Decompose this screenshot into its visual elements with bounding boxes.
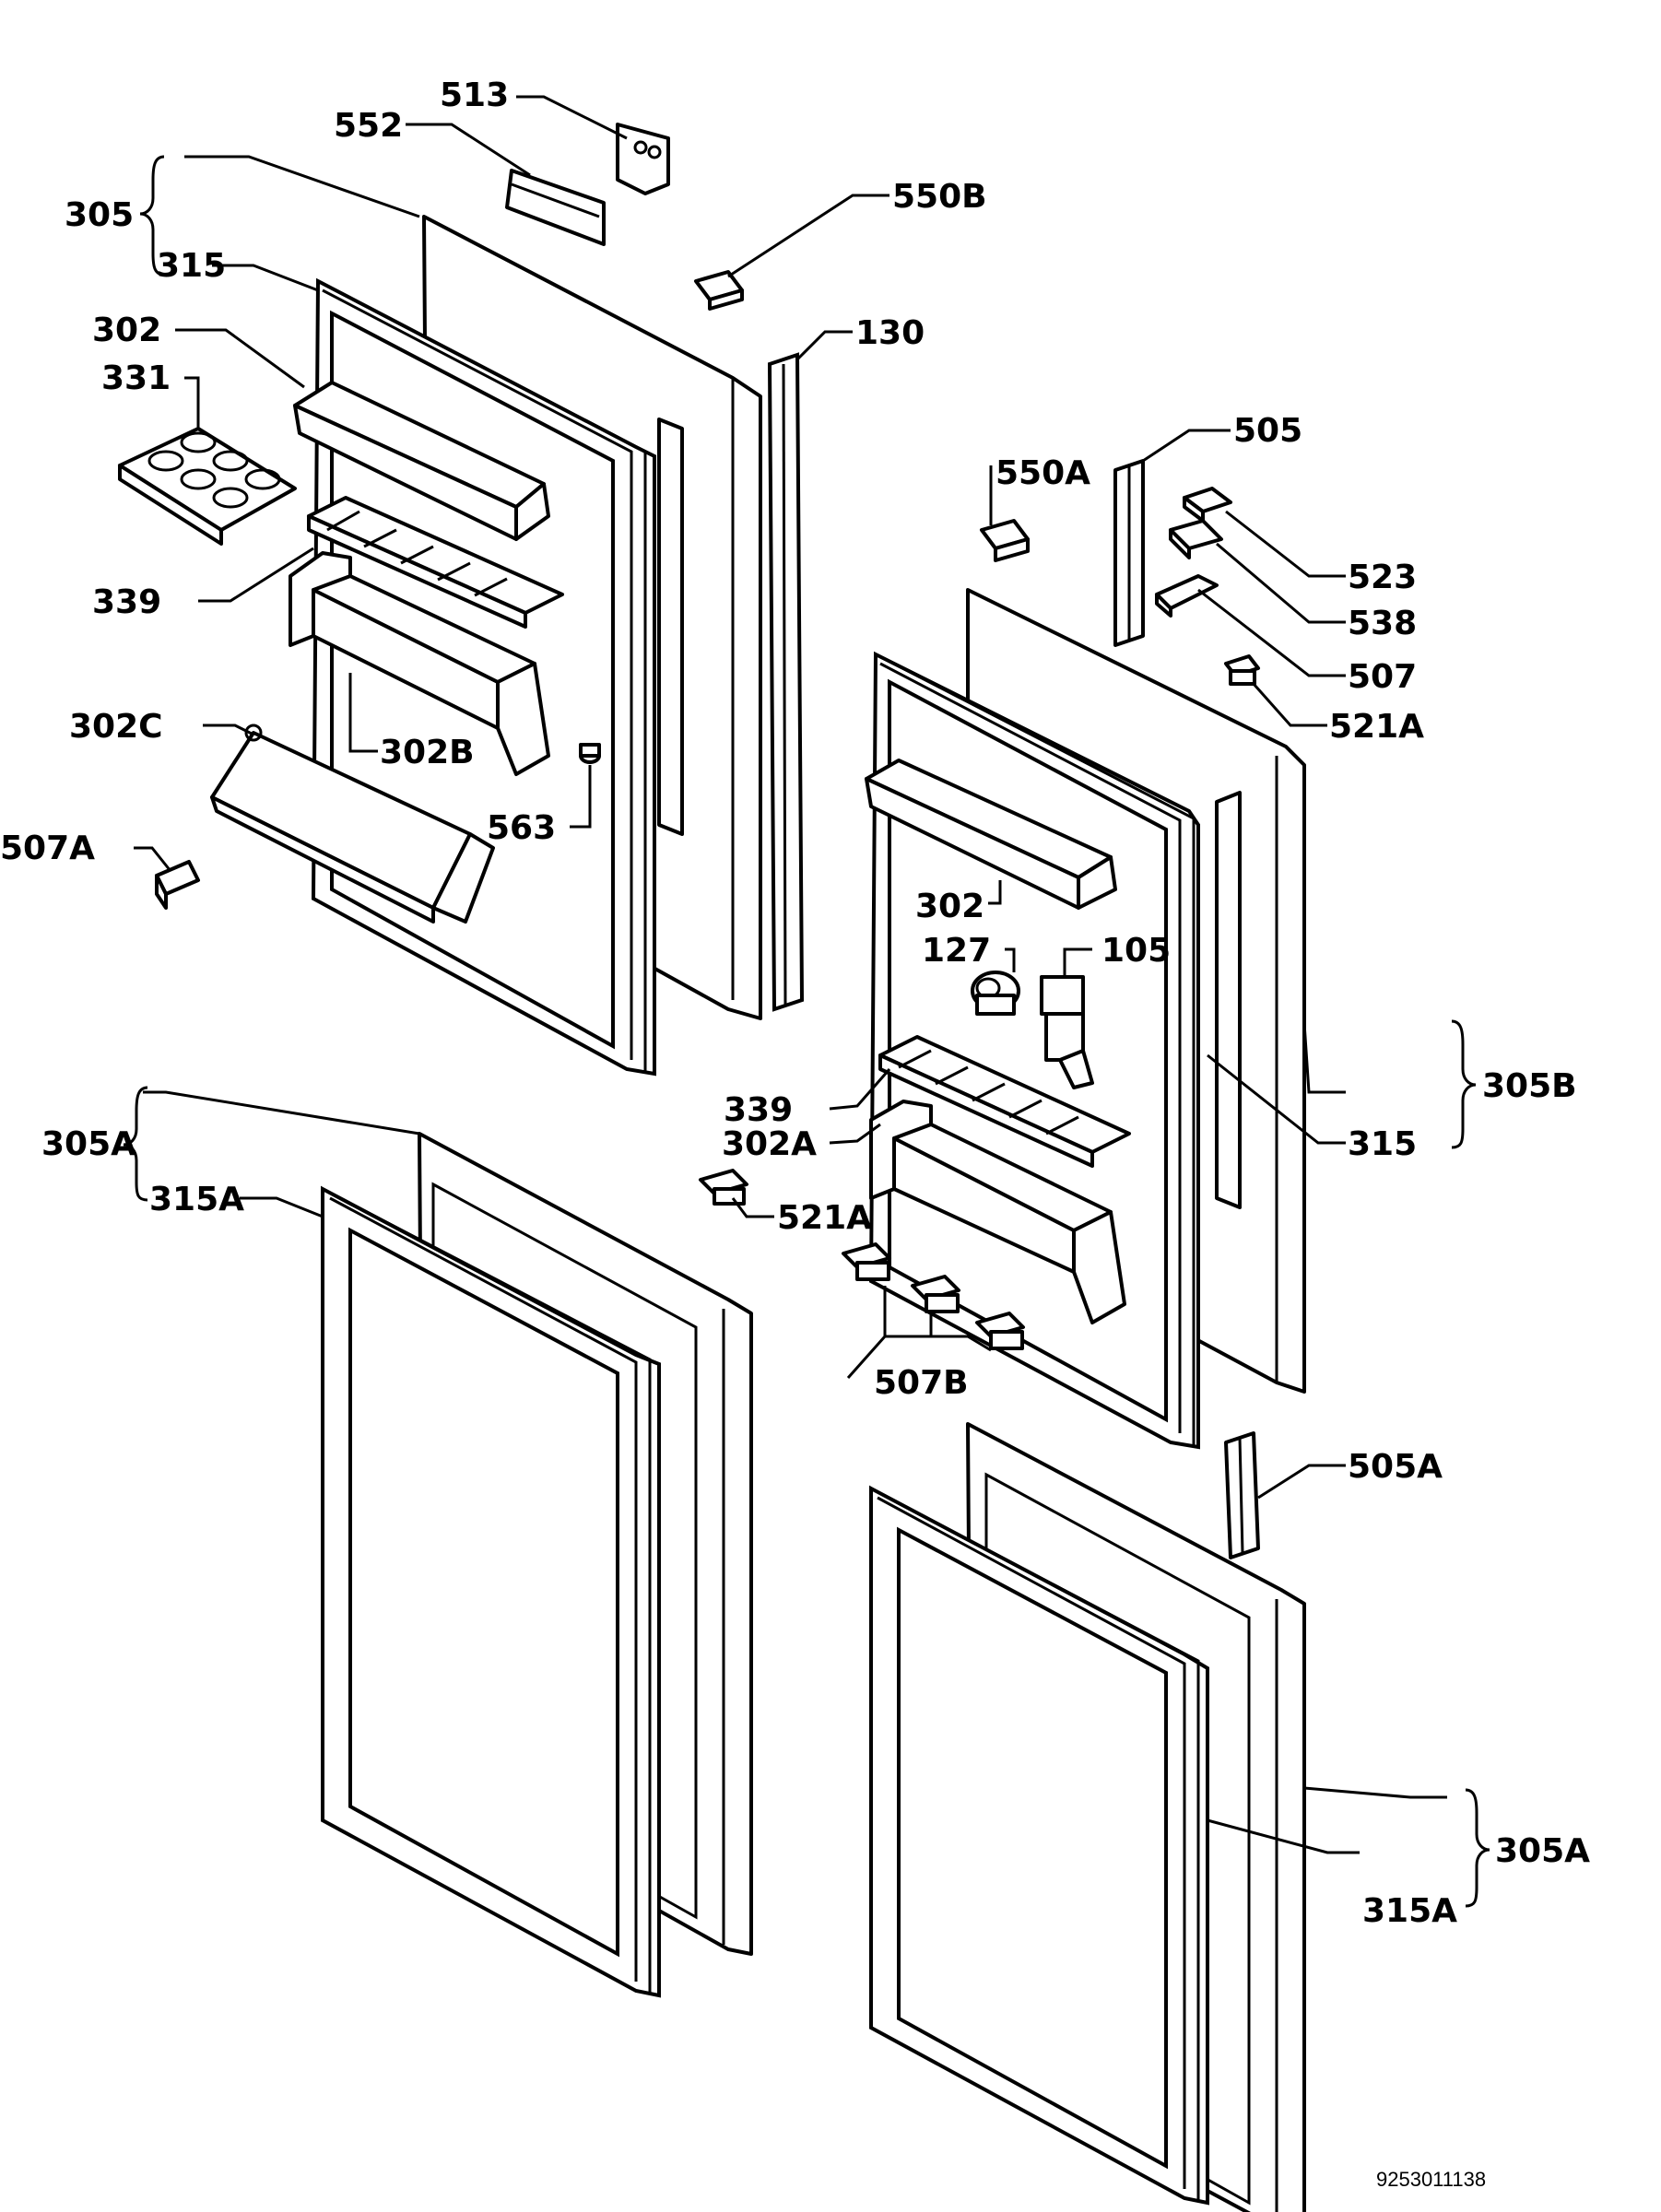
hinge-cover-552: [505, 169, 606, 246]
lower-left-door-assembly: [321, 1132, 753, 1998]
label-505: 505: [1233, 412, 1302, 450]
door-shelf-302B: [289, 551, 550, 776]
right-door-assembly: [868, 588, 1306, 1450]
label-505A: 505A: [1348, 1448, 1443, 1486]
label-513: 513: [440, 76, 509, 114]
hinge-part-507: [1155, 574, 1219, 618]
label-523: 523: [1348, 559, 1417, 596]
label-302A: 302A: [722, 1125, 817, 1163]
label-315A-left: 315A: [149, 1181, 244, 1218]
door-strip-505: [1113, 459, 1145, 647]
label-315-top: 315: [157, 247, 226, 285]
label-552: 552: [334, 107, 403, 145]
label-550B: 550B: [892, 178, 987, 216]
label-507B: 507B: [874, 1364, 969, 1402]
document-number: 9253011138: [1376, 2168, 1486, 2191]
bottle-grate-339-upper: [307, 496, 564, 629]
label-305B: 305B: [1482, 1067, 1577, 1105]
label-302-right: 302: [915, 888, 984, 925]
label-305A-right: 305A: [1495, 1832, 1590, 1870]
clips-507B: [842, 1242, 1025, 1379]
label-339-right: 339: [724, 1091, 793, 1129]
cap-550B: [694, 270, 744, 311]
label-302-top: 302: [92, 312, 161, 349]
knob-127: [971, 971, 1020, 1016]
lower-right-door-assembly: [869, 1422, 1306, 2212]
label-315-right: 315: [1348, 1125, 1417, 1163]
door-shelf-302A: [869, 1100, 1126, 1324]
label-305: 305: [65, 196, 134, 234]
part-labels: 513 552 305 315 550B 302 130 331 505 550…: [0, 76, 1590, 1930]
label-127: 127: [922, 932, 991, 970]
thermostat-105: [1040, 975, 1094, 1089]
label-305A-left: 305A: [41, 1125, 136, 1163]
label-521A-top: 521A: [1329, 708, 1424, 746]
label-507A: 507A: [0, 830, 95, 867]
label-315A-right: 315A: [1362, 1892, 1457, 1930]
cap-550A: [980, 519, 1030, 562]
door-shelf-302C: [210, 724, 495, 924]
door-strip-130: [767, 352, 805, 1012]
cap-521A-mid: [699, 1169, 748, 1206]
door-shelf-302-right: [865, 759, 1117, 910]
label-550A: 550A: [995, 454, 1090, 492]
label-521A-mid: 521A: [777, 1199, 872, 1237]
grouping-braces: [123, 155, 1490, 1908]
label-507: 507: [1348, 658, 1417, 696]
label-105: 105: [1101, 932, 1171, 970]
door-strip-505A: [1224, 1431, 1260, 1559]
hinge-part-538: [1169, 519, 1223, 559]
label-339-top: 339: [92, 583, 161, 621]
label-331: 331: [101, 359, 171, 397]
bottle-grate-339-right: [878, 1035, 1131, 1168]
label-302B: 302B: [380, 734, 475, 771]
clip-507A: [155, 860, 200, 910]
door-shelf-302-upper: [293, 381, 550, 541]
egg-tray-331: [118, 427, 297, 546]
leader-lines: [134, 95, 1447, 1854]
hinge-part-523: [1183, 487, 1232, 523]
cap-521A-top: [1224, 654, 1260, 686]
label-538: 538: [1348, 605, 1417, 642]
label-302C: 302C: [69, 708, 163, 746]
hinge-part-513: [616, 123, 670, 195]
screw-563: [579, 743, 601, 764]
label-130: 130: [855, 314, 925, 352]
label-563: 563: [487, 809, 556, 847]
